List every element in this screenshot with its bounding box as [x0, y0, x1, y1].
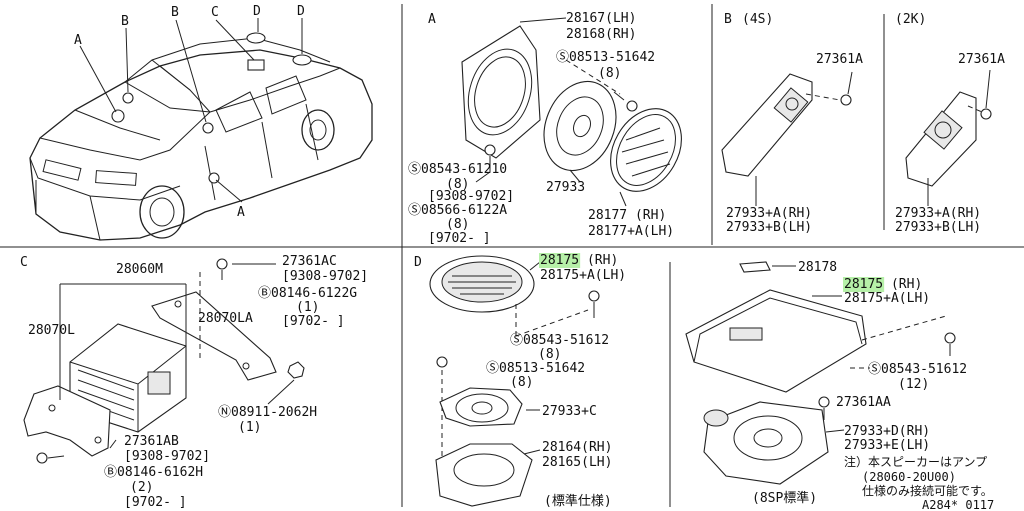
panel-d-label: D: [414, 255, 422, 270]
car-callout-b2: B: [171, 5, 179, 20]
panel-d-part-28164: 28164(RH): [542, 440, 612, 455]
panel-c-part-27361ab: 27361AB: [124, 434, 179, 449]
highlight-marker: [539, 253, 581, 268]
panel-d-note-line1: 注）本スピーカーはアンプ: [844, 454, 987, 469]
highlighted-part-number-8sp: 28175: [844, 277, 883, 292]
panel-d-part-28175-rh: 28175 (RH): [540, 253, 618, 268]
car-callout-d1: D: [253, 4, 261, 19]
panel-a-screw-08513: Ⓢ08513-51642: [556, 50, 655, 65]
highlighted-part-number: 28175: [540, 253, 579, 268]
panel-d-screw-08543-8sp-qty: (12): [898, 377, 929, 392]
panel-c-nut-08911-qty: (1): [238, 420, 261, 435]
panel-b-part-27933a-4s: 27933+A(RH): [726, 206, 812, 221]
panel-c-part-27361ac: 27361AC: [282, 254, 337, 269]
panel-d-part-27933e: 27933+E(LH): [844, 438, 930, 453]
car-illustration: [29, 18, 373, 241]
panel-a-screw-08566-qty: (8): [446, 217, 469, 232]
panel-c-parts: [23, 258, 305, 464]
diagram-reference-code: A284* 0117: [922, 498, 994, 511]
panel-d-caption-standard: (標準仕様): [544, 493, 612, 509]
panel-c-bolt-08146-6162h: Ⓑ08146-6162H: [104, 465, 203, 480]
panel-c-bolt-08146-6162h-date: [9702- ]: [124, 495, 187, 510]
panel-c-bolt-08146-6122g: Ⓑ08146-6122G: [258, 286, 357, 301]
car-callout-b1: B: [121, 14, 129, 29]
panel-a-screw-08543-qty: (8): [446, 177, 469, 192]
panel-a-screw-08513-qty: (8): [598, 66, 621, 81]
panel-b-part-27933b-4s: 27933+B(LH): [726, 220, 812, 235]
panel-a-part-28177a: 28177+A(LH): [588, 224, 674, 239]
panel-a-part-28167: 28167(LH): [566, 11, 636, 26]
panel-d-part-28175a: 28175+A(LH): [540, 268, 626, 283]
panel-d-caption-8sp: (8SP標準): [752, 490, 817, 506]
panel-d-standard-parts: [429, 255, 600, 507]
panel-d-note-line2: (28060-20U00): [862, 470, 956, 484]
panel-b-part-27933a-2k: 27933+A(RH): [895, 206, 981, 221]
panel-b-label: B: [724, 12, 732, 27]
panel-d-screw-08513: Ⓢ08513-51642: [486, 361, 585, 376]
panel-a-parts: [461, 17, 682, 207]
panel-d-note-line3: 仕様のみ接続可能です。: [862, 483, 993, 498]
panel-dividers: [0, 4, 1024, 507]
panel-a-label: A: [428, 12, 436, 27]
panel-a-screw-08566: Ⓢ08566-6122A: [408, 203, 507, 218]
panel-a-screw-08543-date: [9308-9702]: [428, 189, 514, 204]
panel-c-nut-08911: Ⓝ08911-2062H: [218, 405, 317, 420]
panel-d-screw-08513-qty: (8): [510, 375, 533, 390]
panel-d-screw-08543-8sp: Ⓢ08543-51612: [868, 362, 967, 377]
panel-d-screw-08543-qty: (8): [538, 347, 561, 362]
panel-a-part-27933: 27933: [546, 180, 585, 195]
panel-d-part-27933d: 27933+D(RH): [844, 424, 930, 439]
panel-c-bolt-08146-6162h-qty: (2): [130, 480, 153, 495]
panel-d-part-28178: 28178: [798, 260, 837, 275]
panel-a-part-28168: 28168(RH): [566, 27, 636, 42]
panel-d-part-28175a-8sp: 28175+A(LH): [844, 291, 930, 306]
panel-c-bolt-08146-6122g-date: [9702- ]: [282, 314, 345, 329]
panel-b-part-27361a-2k: 27361A: [958, 52, 1005, 67]
panel-c-part-27361ac-date: [9308-9702]: [282, 269, 368, 284]
panel-d-part-28175-8sp-rh: 28175 (RH): [844, 277, 922, 292]
panel-d-part-27361aa: 27361AA: [836, 395, 891, 410]
panel-b-variant-2k: (2K): [895, 12, 926, 27]
panel-c-part-28070la: 28070LA: [198, 311, 253, 326]
panel-a-screw-08543: Ⓢ08543-61210: [408, 162, 507, 177]
panel-b-variant-4s: (4S): [742, 12, 773, 27]
panel-c-part-28060m: 28060M: [116, 262, 163, 277]
panel-c-label: C: [20, 255, 28, 270]
panel-a-part-28177: 28177 (RH): [588, 208, 666, 223]
panel-c-part-27361ab-date: [9308-9702]: [124, 449, 210, 464]
panel-c-bolt-08146-6122g-qty: (1): [296, 300, 319, 315]
car-callout-c: C: [211, 5, 219, 20]
car-callout-a2: A: [237, 205, 245, 220]
panel-d-8sp-parts: [685, 261, 956, 485]
panel-b-part-27361a-4s: 27361A: [816, 52, 863, 67]
panel-b-part-27933b-2k: 27933+B(LH): [895, 220, 981, 235]
panel-d-part-27933c: 27933+C: [542, 404, 597, 419]
panel-d-part-28165: 28165(LH): [542, 455, 612, 470]
highlight-marker: [843, 277, 885, 292]
car-callout-d2: D: [297, 4, 305, 19]
panel-a-screw-08566-date: [9702- ]: [428, 231, 491, 246]
panel-b-parts: [721, 14, 992, 230]
car-callout-a1: A: [74, 33, 82, 48]
panel-c-part-28070l: 28070L: [28, 323, 75, 338]
panel-d-screw-08543: Ⓢ08543-51612: [510, 333, 609, 348]
